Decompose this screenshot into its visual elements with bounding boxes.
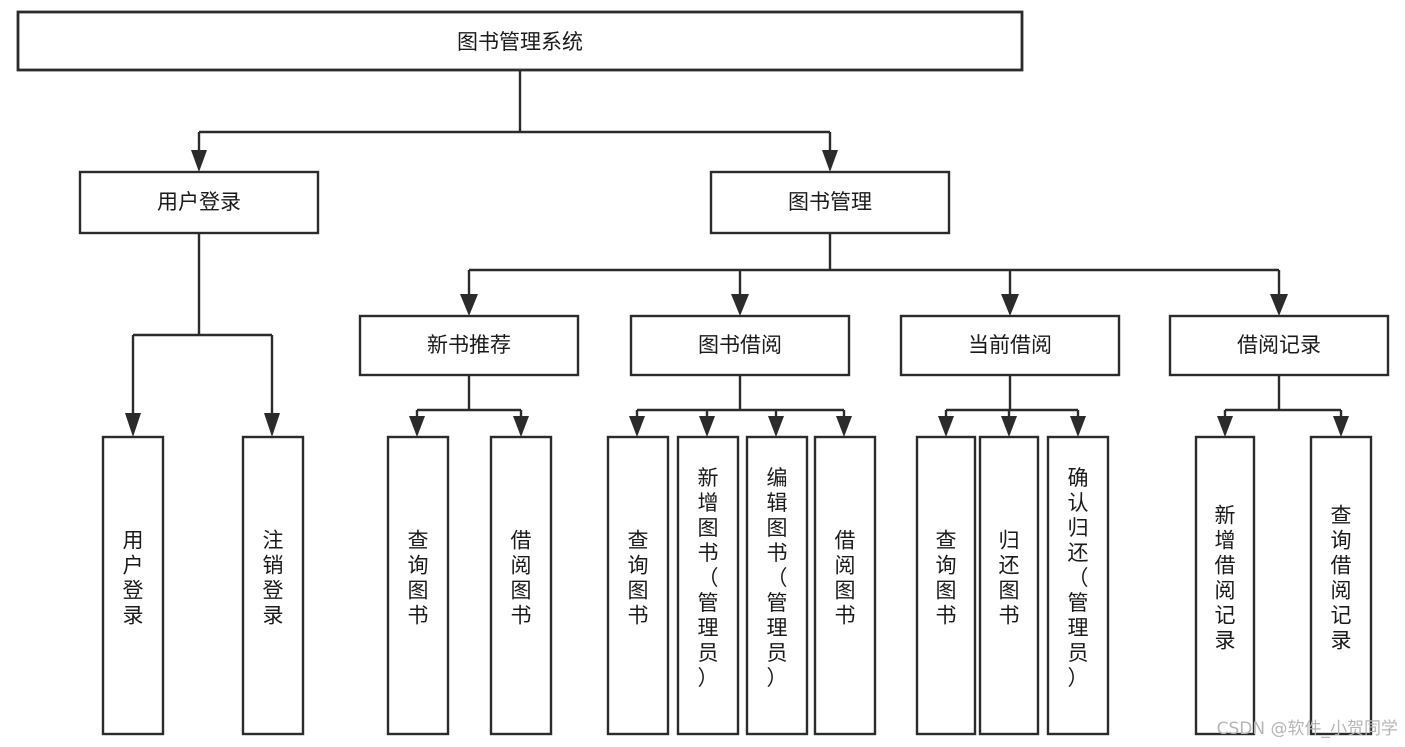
leaf-borrow-record-0-label: 新增借阅记录 <box>1215 504 1236 653</box>
arrow-head-lvl3-2 <box>1001 294 1019 316</box>
leaf-book-borrow-3-label: 借阅图书 <box>835 529 856 628</box>
arrow-head-leaf-current-1 <box>1001 416 1017 437</box>
node-new-book-recommend[interactable]: 新书推荐 <box>358 314 580 377</box>
arrow-head-leaf-borrow-0 <box>629 416 645 437</box>
leaf-book-borrow-1-box[interactable] <box>676 435 740 736</box>
leaf-current-borrow-0-label: 查询图书 <box>936 529 957 628</box>
node-book-borrow-label: 图书借阅 <box>698 333 782 357</box>
leaf-user-login-1-box[interactable] <box>241 435 305 736</box>
leaf-new-book-0-box[interactable] <box>386 435 450 736</box>
leaf-book-borrow-2-box[interactable] <box>745 435 809 736</box>
arrow-head-leaf-borrow-2 <box>768 416 784 437</box>
leaf-user-login-1-label: 注销登录 <box>263 529 284 628</box>
node-borrow-record[interactable]: 借阅记录 <box>1168 314 1390 377</box>
leaf-new-book-1-box[interactable] <box>489 435 553 736</box>
node-borrow-record-label: 借阅记录 <box>1237 333 1321 357</box>
leaf-book-borrow-2[interactable]: 编辑图书（管理员） <box>745 435 809 736</box>
arrow-head-lvl3-3 <box>1270 294 1288 316</box>
leaf-book-borrow-0[interactable]: 查询图书 <box>606 435 670 736</box>
leaf-current-borrow-2-box[interactable] <box>1046 435 1110 736</box>
leaf-new-book-1-label: 借阅图书 <box>511 529 532 628</box>
leaf-current-borrow-1-box[interactable] <box>978 435 1040 736</box>
leaf-user-login-1[interactable]: 注销登录 <box>241 435 305 736</box>
node-root-label: 图书管理系统 <box>457 30 583 54</box>
leaf-borrow-record-0-box[interactable] <box>1194 435 1256 736</box>
node-book-borrow[interactable]: 图书借阅 <box>629 314 851 377</box>
leaf-user-login-0-box[interactable] <box>101 435 165 736</box>
leaf-user-login-0-label: 用户登录 <box>123 529 144 628</box>
node-root-box[interactable] <box>16 10 1024 72</box>
node-new-book-recommend-label: 新书推荐 <box>427 333 511 357</box>
leaf-book-borrow-0-box[interactable] <box>606 435 670 736</box>
leaf-book-borrow-3[interactable]: 借阅图书 <box>813 435 877 736</box>
node-current-borrow[interactable]: 当前借阅 <box>899 314 1121 377</box>
leaf-user-login-0[interactable]: 用户登录 <box>101 435 165 736</box>
arrow-head-leaf-record-0 <box>1217 416 1233 437</box>
leaf-current-borrow-0[interactable]: 查询图书 <box>915 435 977 736</box>
node-book-manage[interactable]: 图书管理 <box>709 170 951 235</box>
arrow-head-leaf-newbook-0 <box>409 416 425 437</box>
arrow-head-leaf-borrow-3 <box>836 416 852 437</box>
arrow-head-leaf-current-0 <box>938 416 954 437</box>
arrow-head-user-login <box>191 150 207 172</box>
leaf-current-borrow-0-box[interactable] <box>915 435 977 736</box>
leaf-current-borrow-2-label: 确认归还（管理员） <box>1068 466 1089 690</box>
connector-layer <box>125 70 1349 437</box>
leaf-borrow-record-1-label: 查询借阅记录 <box>1331 504 1352 653</box>
arrow-head-lvl3-0 <box>460 294 478 316</box>
node-user-login-label: 用户登录 <box>157 190 241 214</box>
leaf-current-borrow-2[interactable]: 确认归还（管理员） <box>1046 435 1110 736</box>
arrow-head-leaf-current-2 <box>1070 416 1086 437</box>
arrow-head-leaf-newbook-1 <box>513 416 529 437</box>
leaf-book-borrow-1[interactable]: 新增图书（管理员） <box>676 435 740 736</box>
arrow-head-book-manage <box>822 150 838 172</box>
arrow-head-lvl3-1 <box>731 294 749 316</box>
node-current-borrow-box[interactable] <box>899 314 1121 377</box>
watermark-label: CSDN @软件_小贺同学 <box>1217 719 1398 739</box>
node-new-book-recommend-box[interactable] <box>358 314 580 377</box>
leaf-book-borrow-2-label: 编辑图书（管理员） <box>767 466 788 690</box>
leaf-book-borrow-3-box[interactable] <box>813 435 877 736</box>
arrow-head-leaf-user-login-1 <box>264 413 280 437</box>
leaf-current-borrow-1[interactable]: 归还图书 <box>978 435 1040 736</box>
node-root[interactable]: 图书管理系统 <box>16 10 1024 72</box>
node-book-manage-label: 图书管理 <box>788 190 872 214</box>
leaf-borrow-record-1[interactable]: 查询借阅记录 <box>1309 435 1373 736</box>
node-borrow-record-box[interactable] <box>1168 314 1390 377</box>
leaf-current-borrow-1-label: 归还图书 <box>999 529 1020 628</box>
node-user-login-box[interactable] <box>78 170 320 235</box>
leaf-new-book-0-label: 查询图书 <box>408 529 429 628</box>
arrow-head-leaf-record-1 <box>1333 416 1349 437</box>
node-book-manage-box[interactable] <box>709 170 951 235</box>
leaf-book-borrow-1-label: 新增图书（管理员） <box>698 466 719 690</box>
arrow-head-leaf-borrow-1 <box>699 416 715 437</box>
node-user-login[interactable]: 用户登录 <box>78 170 320 235</box>
leaf-borrow-record-1-box[interactable] <box>1309 435 1373 736</box>
node-current-borrow-label: 当前借阅 <box>968 333 1052 357</box>
leaf-new-book-1[interactable]: 借阅图书 <box>489 435 553 736</box>
leaf-new-book-0[interactable]: 查询图书 <box>386 435 450 736</box>
node-book-borrow-box[interactable] <box>629 314 851 377</box>
leaf-borrow-record-0[interactable]: 新增借阅记录 <box>1194 435 1256 736</box>
arrow-head-leaf-user-login-0 <box>125 413 141 437</box>
leaf-book-borrow-0-label: 查询图书 <box>628 529 649 628</box>
